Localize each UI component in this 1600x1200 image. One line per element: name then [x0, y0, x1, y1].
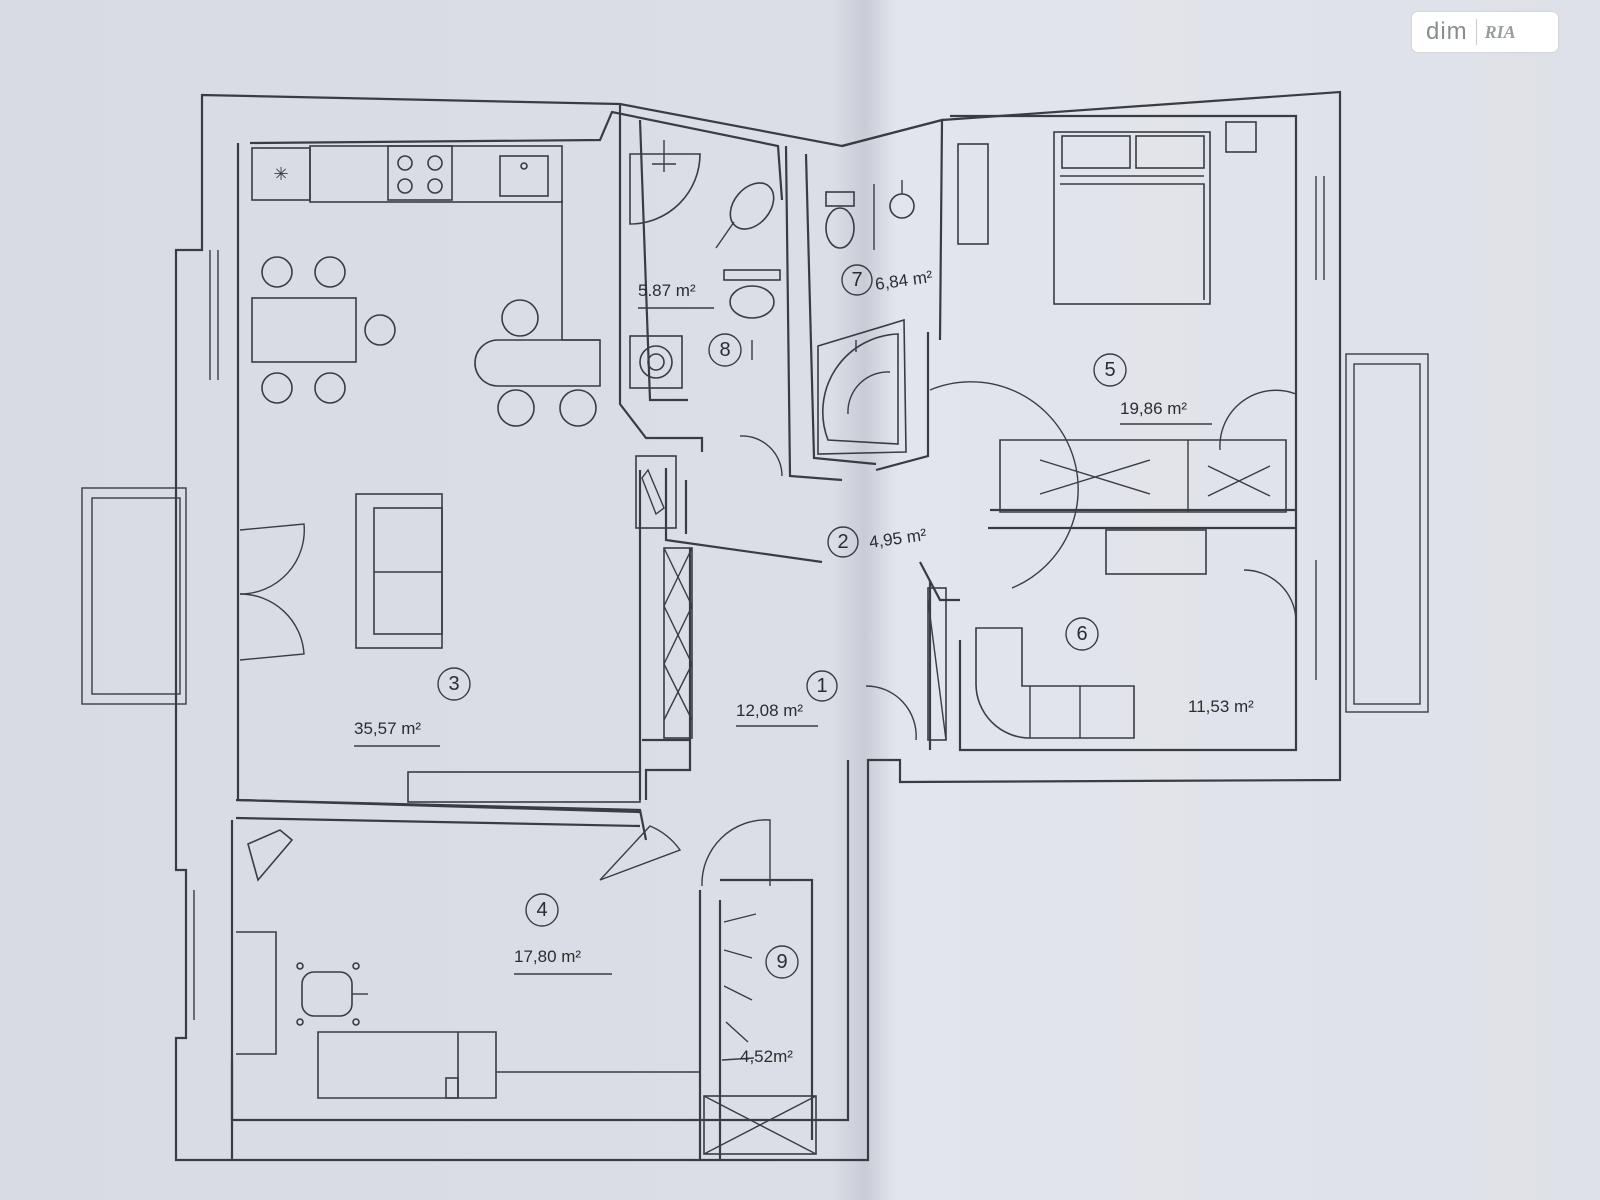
- room-6-number: 6: [1065, 617, 1099, 651]
- svg-text:3: 3: [448, 673, 459, 695]
- room-9-number: 9: [765, 945, 799, 979]
- windows: [81, 176, 1429, 1020]
- svg-text:4: 4: [536, 899, 547, 921]
- svg-text:9: 9: [776, 951, 787, 973]
- bedroom-furniture: [957, 121, 1287, 513]
- kitchen-furniture: ✳: [251, 145, 601, 427]
- room-7-area: 6,84 m²: [874, 267, 934, 294]
- room-4-number: 4: [525, 893, 559, 927]
- tv-cabinet: [407, 771, 641, 803]
- svg-text:5: 5: [1104, 359, 1115, 381]
- sofa: [355, 493, 443, 649]
- snowflake-icon: ✳: [273, 164, 288, 184]
- watermark-brand: dim: [1426, 18, 1468, 45]
- svg-text:8: 8: [719, 339, 730, 361]
- bathroom-7-fixtures: [817, 180, 915, 455]
- room-8-area: 5.87 m²: [638, 281, 696, 300]
- room-2-number: 2: [827, 526, 859, 558]
- watermark-divider: [1475, 19, 1477, 45]
- svg-text:7: 7: [851, 269, 862, 291]
- room-6-furniture: [927, 529, 1207, 741]
- office-furniture: [236, 829, 700, 1099]
- dim-ria-watermark: dim RIA: [1412, 12, 1558, 52]
- room-2-area: 4,95 m²: [868, 525, 928, 552]
- room-3-number: 3: [437, 667, 471, 701]
- room-1-area: 12,08 m²: [736, 701, 803, 720]
- area-labels: 12,08 m² 4,95 m² 35,57 m² 17,80 m² 19,86…: [354, 267, 1254, 1066]
- doors: [239, 381, 1297, 887]
- room-5-number: 5: [1093, 353, 1127, 387]
- room-8-number: 8: [708, 333, 742, 367]
- ria-logo: RIA: [1484, 21, 1516, 42]
- room-4-area: 17,80 m²: [514, 947, 581, 966]
- bathroom-8-fixtures: [629, 140, 781, 389]
- room-3-area: 35,57 m²: [354, 719, 421, 738]
- room-numbers: 1 2 3 4 5 6 7 8 9: [437, 264, 1127, 979]
- room-7-number: 7: [841, 264, 873, 296]
- outer-walls: [174, 90, 1342, 1162]
- interior-walls: [230, 104, 1296, 1160]
- svg-text:1: 1: [816, 675, 827, 697]
- room-9-area: 4,52m²: [740, 1047, 793, 1066]
- room-6-area: 11,53 m²: [1188, 697, 1254, 716]
- hall-fixtures: [635, 455, 693, 739]
- room-1-number: 1: [806, 670, 838, 702]
- svg-text:6: 6: [1076, 623, 1087, 645]
- closet-fixtures: [703, 913, 817, 1155]
- svg-text:2: 2: [837, 531, 848, 553]
- room-5-area: 19,86 m²: [1120, 399, 1187, 418]
